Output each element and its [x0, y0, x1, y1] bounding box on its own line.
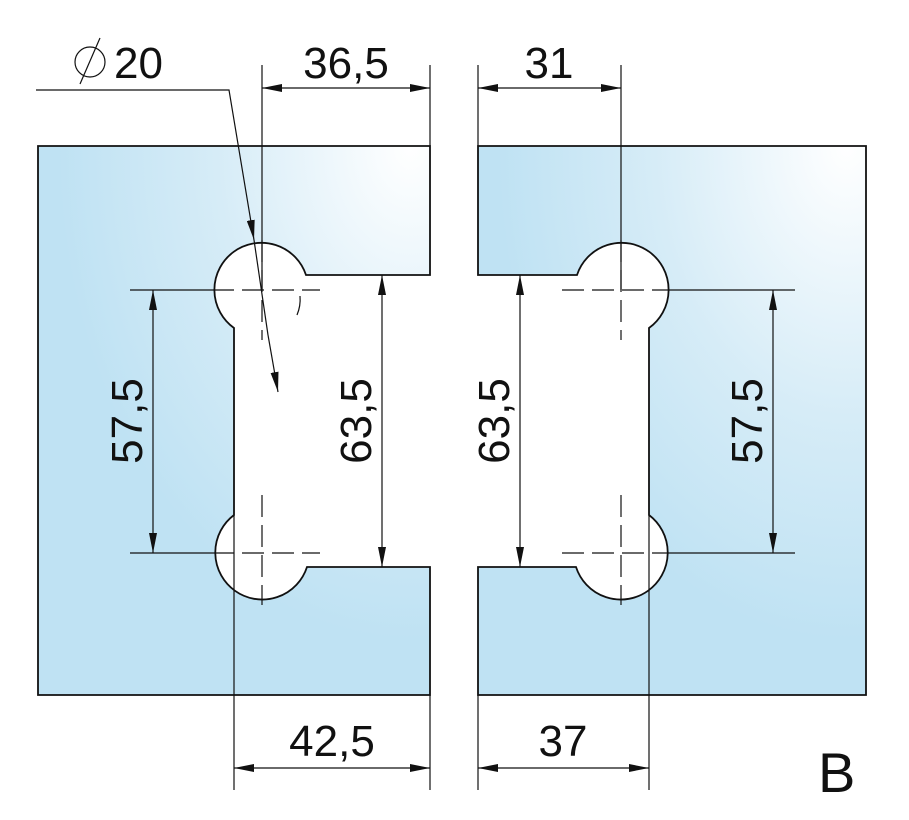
svg-text:42,5: 42,5	[289, 717, 375, 766]
svg-text:36,5: 36,5	[303, 39, 389, 88]
left-plate	[37, 145, 431, 696]
dimension-bottom-left: 42,5	[233, 515, 431, 790]
diameter-value: 20	[114, 39, 163, 88]
right-plate	[477, 145, 867, 696]
svg-text:57,5: 57,5	[103, 378, 152, 464]
center-lines	[212, 240, 670, 605]
dimension-right-inner: 63,5	[470, 275, 524, 567]
dimension-top-left: 36,5	[261, 39, 431, 290]
svg-text:37: 37	[539, 717, 588, 766]
dimension-left-outer: 57,5	[103, 289, 212, 554]
dimension-bottom-right: 37	[477, 515, 650, 790]
dimension-right-outer: 57,5	[670, 289, 795, 554]
variant-label: B	[818, 741, 855, 804]
svg-text:63,5: 63,5	[470, 378, 519, 464]
svg-text:31: 31	[525, 39, 574, 88]
svg-text:57,5: 57,5	[723, 378, 772, 464]
diameter-dimension: 20	[36, 37, 279, 393]
dimension-top-right: 31	[477, 39, 622, 290]
dimension-left-inner: 63,5	[332, 275, 386, 567]
svg-text:63,5: 63,5	[332, 378, 381, 464]
